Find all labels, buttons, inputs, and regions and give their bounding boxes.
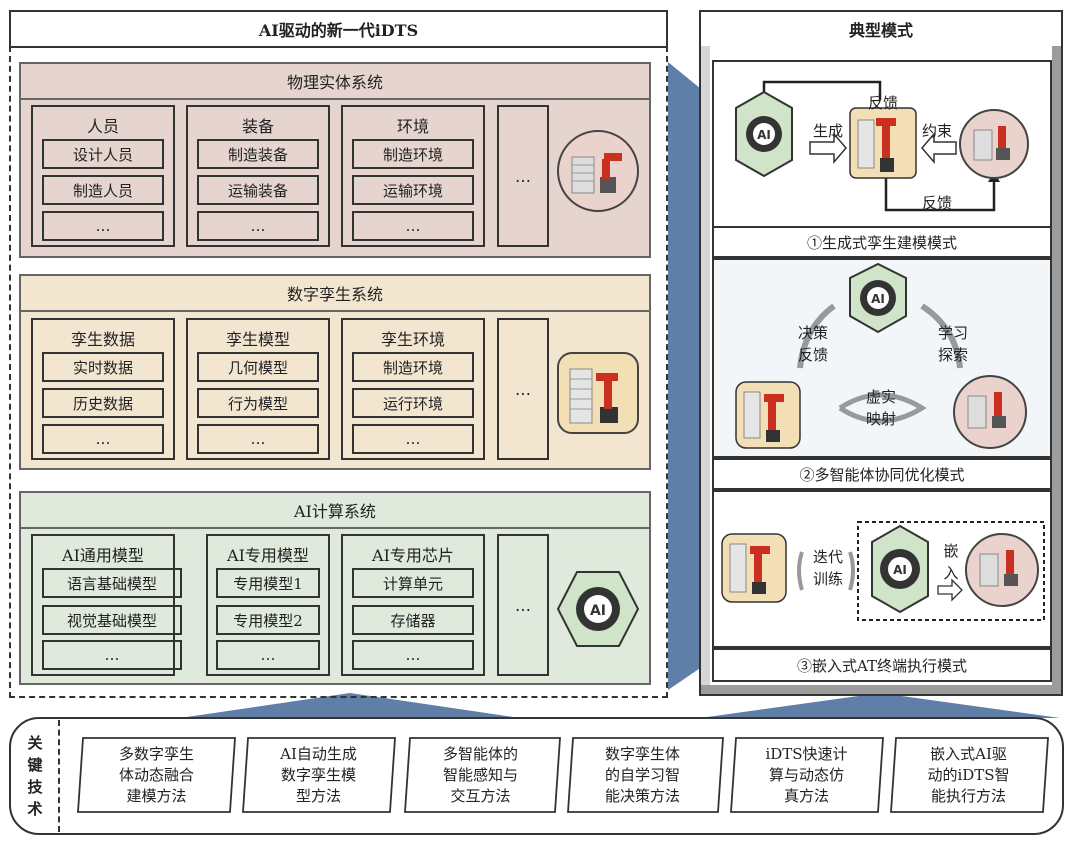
key-tech-item: 数字孪生体 的自学习智 能决策方法 (604, 744, 680, 805)
cell: 历史数据 (42, 388, 164, 418)
group-ai-special-model: AI专用模型 (206, 534, 330, 676)
cell: … (42, 424, 164, 454)
physical-system: 物理实体系统 (19, 62, 651, 258)
ai-icon-text: AI (893, 563, 907, 577)
key-tech-divider (58, 720, 60, 832)
group-title: AI通用模型 (62, 546, 144, 565)
key-tech-item: 嵌入式AI驱 动的iDTS智 能执行方法 (927, 744, 1010, 805)
cell: 专用模型2 (216, 605, 320, 635)
cell: 运行环境 (352, 388, 474, 418)
cell: 制造人员 (42, 175, 164, 205)
cell: … (352, 211, 474, 241)
cell: … (352, 640, 474, 670)
mode2-right-label: 学习 探索 (937, 324, 968, 364)
mode2-left-label: 决策 反馈 (797, 324, 828, 364)
group-title: 装备 (241, 117, 274, 136)
group-ai-chip: AI专用芯片 (341, 534, 485, 676)
cell: 行为模型 (197, 388, 319, 418)
mode2-caption: ②多智能体协同优化模式 (712, 458, 1052, 490)
ai-icon-text: AI (590, 603, 606, 619)
key-tech-item: 多数字孪生 体动态融合 建模方法 (118, 744, 194, 805)
group-environment: 环境 (341, 105, 485, 247)
twin-system: 数字孪生系统 (19, 274, 651, 470)
key-tech-item: 多智能体的 智能感知与 交互方法 (442, 744, 518, 805)
cell: 视觉基础模型 (42, 605, 182, 635)
ai-system-title: AI计算系统 (21, 493, 649, 529)
mode1-feedback-bottom-label: 反馈 (921, 194, 952, 212)
group-title: 孪生数据 (70, 330, 135, 349)
cell: 设计人员 (42, 139, 164, 169)
ai-system: AI计算系统 (19, 491, 651, 685)
group-title: 孪生模型 (225, 330, 290, 349)
physical-robot-icon (557, 130, 639, 212)
right-panel-title: 典型模式 (699, 10, 1063, 48)
group-twin-model: 孪生模型 (186, 318, 330, 460)
mode1-constrain-label: 约束 (921, 122, 952, 140)
cell: 计算单元 (352, 568, 474, 598)
cell: 制造装备 (197, 139, 319, 169)
group-title: 人员 (86, 117, 119, 136)
ai-icon-text: AI (757, 128, 771, 142)
cell: … (197, 211, 319, 241)
cell: … (197, 424, 319, 454)
more-box: … (497, 534, 549, 676)
key-tech-item: AI自动生成 数字孪生模 型方法 (280, 744, 357, 805)
group-twin-data: 孪生数据 (31, 318, 175, 460)
key-tech-item: iDTS快速计 算与动态仿 真方法 (765, 744, 848, 805)
group-title: AI专用模型 (227, 546, 309, 565)
cell: … (352, 424, 474, 454)
cell: … (42, 211, 164, 241)
cell: 几何模型 (197, 352, 319, 382)
cell: 专用模型1 (216, 568, 320, 598)
cell: 语言基础模型 (42, 568, 182, 598)
group-twin-environment: 孪生环境 (341, 318, 485, 460)
cell: 存储器 (352, 605, 474, 635)
mode1-generate-label: 生成 (812, 122, 843, 140)
group-title: 孪生环境 (380, 330, 445, 349)
mode3-iterate-label: 迭代 训练 (812, 548, 843, 588)
cell: … (42, 640, 182, 670)
cell: 运输环境 (352, 175, 474, 205)
cell: … (216, 640, 320, 670)
mode3-embed-label: 嵌 入 (943, 542, 959, 582)
cell: 制造环境 (352, 352, 474, 382)
ai-chip-gear-icon: AI (556, 571, 640, 647)
ai-icon-text: AI (871, 292, 885, 306)
left-panel-title: AI驱动的新一代iDTS (9, 10, 668, 48)
left-panel-frame (9, 46, 668, 698)
more-box: … (497, 105, 549, 247)
group-title: AI专用芯片 (372, 546, 454, 565)
cell: 运输装备 (197, 175, 319, 205)
mode3-caption: ③嵌入式AT终端执行模式 (712, 648, 1052, 682)
more-box: … (497, 318, 549, 460)
key-tech-parallelograms (77, 737, 1049, 813)
twin-robot-icon (557, 352, 639, 434)
mode2-diagram: AI (735, 262, 1027, 449)
physical-system-title: 物理实体系统 (21, 64, 649, 100)
group-title: 环境 (396, 117, 429, 136)
mode1-diagram: AI (735, 80, 1029, 212)
twin-system-title: 数字孪生系统 (21, 276, 649, 312)
mode2-bottom-label: 虚实 映射 (865, 388, 896, 428)
mode3-diagram: AI (721, 521, 1045, 621)
cell: 实时数据 (42, 352, 164, 382)
key-tech-label: 关 键 技 术 (27, 734, 43, 818)
cell: 制造环境 (352, 139, 474, 169)
mode1-feedback-top-label: 反馈 (867, 94, 898, 112)
group-equipment: 装备 (186, 105, 330, 247)
group-personnel: 人员 (31, 105, 175, 247)
mode1-caption: ①生成式孪生建模模式 (712, 226, 1052, 258)
key-tech-frame (9, 717, 1064, 835)
